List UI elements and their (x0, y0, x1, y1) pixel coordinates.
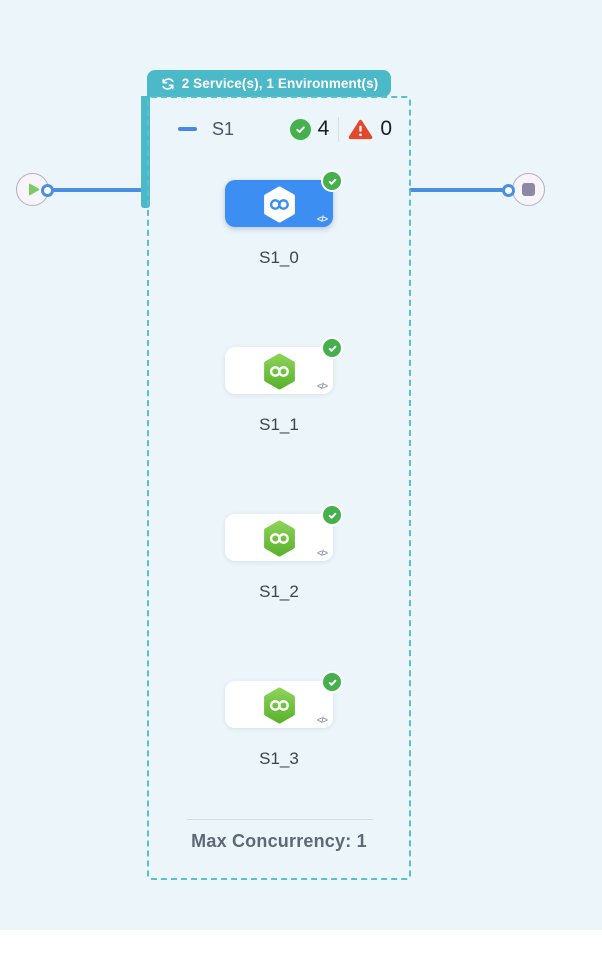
service-card-s1-1[interactable]: </> (225, 337, 343, 394)
service-card-s1-0[interactable]: </> (225, 170, 343, 227)
group-name: S1 (212, 118, 235, 139)
stop-icon (522, 183, 535, 196)
service-node: </> S1_0 (225, 170, 343, 268)
code-icon: </> (316, 381, 328, 391)
environment-group[interactable] (147, 96, 411, 880)
service-node: </> S1_1 (225, 337, 343, 435)
service-node-label: S1_2 (259, 582, 299, 601)
footer-divider (187, 819, 373, 820)
stats-divider (338, 116, 340, 142)
service-hexagon-icon (261, 686, 298, 725)
play-icon (26, 182, 41, 197)
service-hexagon-icon (261, 185, 298, 224)
environment-badge[interactable]: 2 Service(s), 1 Environment(s) (147, 70, 391, 97)
service-node-label: S1_0 (259, 248, 299, 267)
end-target-handle[interactable] (502, 183, 515, 197)
code-icon: </> (316, 214, 328, 224)
service-node: </> S1_3 (225, 671, 343, 769)
service-card-s1-3[interactable]: </> (225, 671, 343, 728)
start-source-handle[interactable] (41, 183, 54, 197)
passed-count: 4 (317, 117, 330, 140)
service-hexagon-icon (261, 352, 298, 391)
failed-count: 0 (380, 117, 392, 140)
group-stats: 4 0 (289, 116, 392, 142)
environment-badge-label: 2 Service(s), 1 Environment(s) (181, 76, 379, 91)
service-node: </> S1_2 (225, 504, 343, 602)
passed-check-icon (289, 118, 311, 140)
sync-icon (160, 76, 176, 92)
status-check-icon (321, 337, 343, 359)
service-node-label: S1_1 (259, 415, 299, 434)
edge-start-to-group (44, 188, 145, 192)
code-icon: </> (316, 548, 328, 558)
failed-warning-icon (348, 119, 373, 140)
service-card-s1-2[interactable]: </> (225, 504, 343, 561)
group-left-accent (141, 96, 150, 208)
code-icon: </> (316, 715, 328, 725)
end-node[interactable] (512, 173, 545, 206)
status-check-icon (321, 170, 343, 192)
service-hexagon-icon (261, 519, 298, 558)
group-header: S1 4 0 (178, 114, 392, 144)
bottom-whitespace (0, 930, 602, 964)
max-concurrency-label: Max Concurrency: 1 (191, 831, 367, 851)
collapse-icon[interactable] (178, 126, 197, 132)
edge-group-to-end (409, 188, 506, 192)
status-check-icon (321, 671, 343, 693)
status-check-icon (321, 504, 343, 526)
service-node-label: S1_3 (259, 749, 299, 768)
